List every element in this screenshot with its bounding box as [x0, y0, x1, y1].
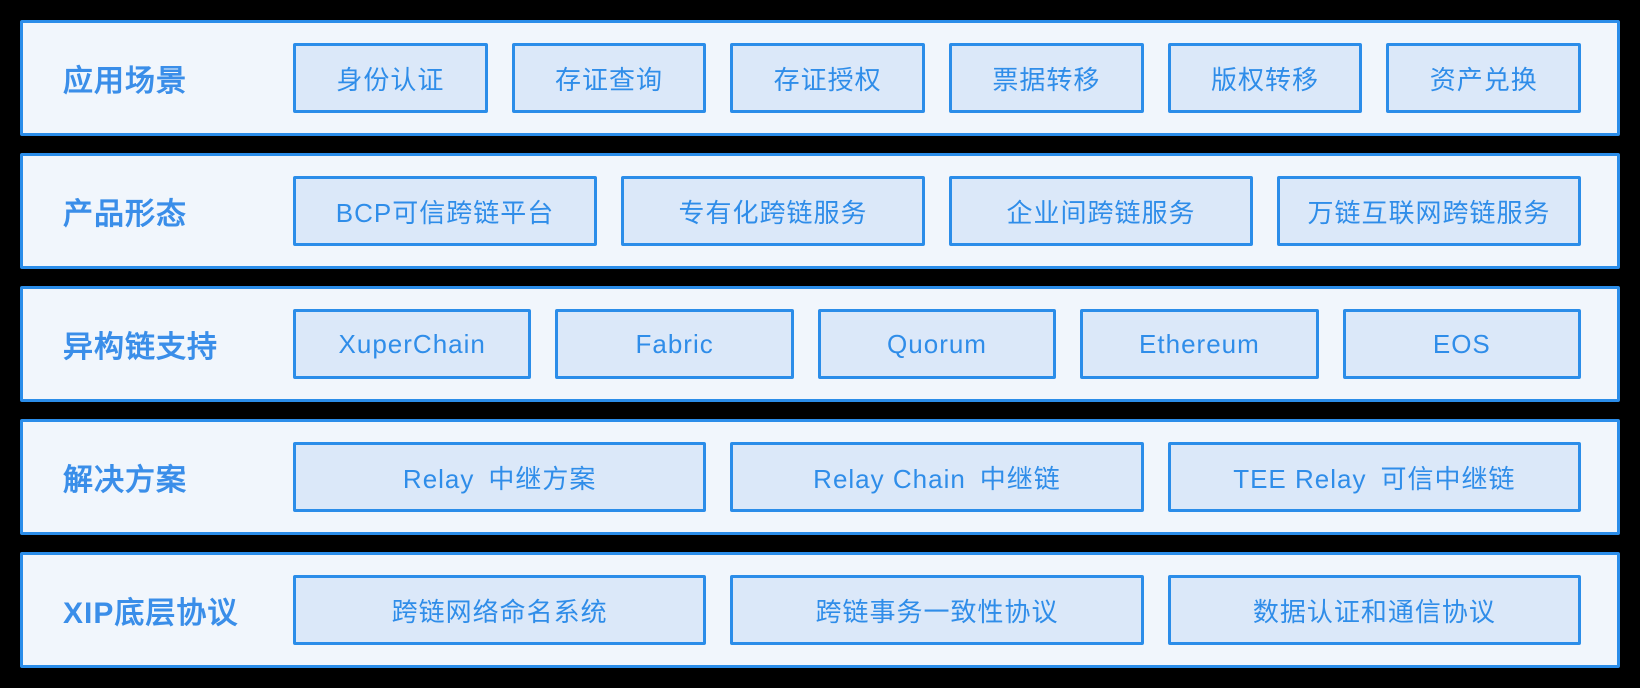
row-xip-base-protocols: XIP底层协议 跨链网络命名系统 跨链事务一致性协议 数据认证和通信协议 [20, 552, 1620, 668]
box-tee-relay: TEE Relay 可信中继链 [1167, 442, 1581, 512]
box-dedicated-crosschain-service: 专有化跨链服务 [621, 176, 925, 246]
box-inter-enterprise-crosschain-service: 企业间跨链服务 [949, 176, 1253, 246]
row-boxes-product-forms: BCP可信跨链平台 专有化跨链服务 企业间跨链服务 万链互联网跨链服务 [293, 176, 1581, 246]
box-copyright-transfer: 版权转移 [1167, 43, 1363, 113]
row-label-xip-base-protocols: XIP底层协议 [63, 597, 239, 630]
box-bcp-trusted-crosschain-platform: BCP可信跨链平台 [293, 176, 597, 246]
box-crosschain-network-naming-system: 跨链网络命名系统 [293, 575, 707, 645]
box-data-authentication-and-communication-protocol: 数据认证和通信协议 [1167, 575, 1581, 645]
box-asset-exchange: 资产兑换 [1386, 43, 1582, 113]
box-bill-transfer: 票据转移 [949, 43, 1144, 113]
row-label-application-scenarios: 应用场景 [63, 65, 187, 98]
row-heterogeneous-chain-support: 异构链支持 XuperChain Fabric Quorum Ethereum … [20, 286, 1620, 402]
box-internet-of-chains-crosschain-service: 万链互联网跨链服务 [1277, 176, 1581, 246]
box-xuperchain: XuperChain [293, 309, 532, 379]
row-boxes-heterogeneous-chain-support: XuperChain Fabric Quorum Ethereum EOS [293, 309, 1582, 379]
row-label-solutions: 解决方案 [63, 464, 187, 497]
box-fabric: Fabric [555, 309, 794, 379]
row-boxes-application-scenarios: 身份认证 存证查询 存证授权 票据转移 版权转移 资产兑换 [293, 43, 1582, 113]
row-label-heterogeneous-chain-support: 异构链支持 [63, 331, 218, 364]
box-relay-chain: Relay Chain 中继链 [730, 442, 1144, 512]
box-crosschain-transaction-consistency-protocol: 跨链事务一致性协议 [730, 575, 1144, 645]
box-evidence-query: 存证查询 [511, 43, 707, 113]
box-evidence-authorization: 存证授权 [730, 43, 926, 113]
box-eos: EOS [1342, 309, 1582, 379]
row-boxes-xip-base-protocols: 跨链网络命名系统 跨链事务一致性协议 数据认证和通信协议 [293, 575, 1581, 645]
row-solutions: 解决方案 Relay 中继方案 Relay Chain 中继链 TEE Rela… [20, 419, 1620, 535]
box-ethereum: Ethereum [1080, 309, 1319, 379]
row-application-scenarios: 应用场景 身份认证 存证查询 存证授权 票据转移 版权转移 资产兑换 [20, 20, 1620, 136]
box-identity-authentication: 身份认证 [293, 43, 488, 113]
row-product-forms: 产品形态 BCP可信跨链平台 专有化跨链服务 企业间跨链服务 万链互联网跨链服务 [20, 153, 1620, 269]
row-boxes-solutions: Relay 中继方案 Relay Chain 中继链 TEE Relay 可信中… [293, 442, 1581, 512]
box-relay-solution: Relay 中继方案 [293, 442, 707, 512]
row-label-product-forms: 产品形态 [63, 198, 187, 231]
box-quorum: Quorum [817, 309, 1057, 379]
